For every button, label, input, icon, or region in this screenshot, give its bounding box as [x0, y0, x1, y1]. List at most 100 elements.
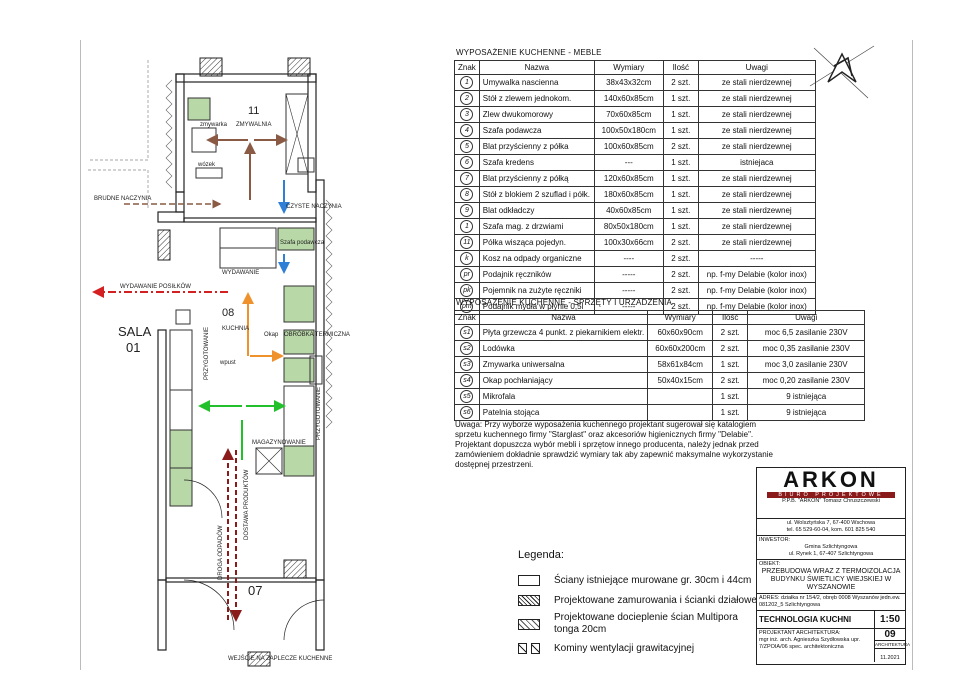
cell-znak: pr: [454, 266, 480, 283]
cell-znak: 2: [454, 90, 480, 107]
note-text: Uwaga: Przy wyborze wyposażenia kuchenne…: [455, 420, 773, 469]
cell-nazwa: Szafa podawcza: [478, 122, 595, 139]
legend-item-chimneys: Kominy wentylacji grawitacyjnej: [518, 638, 758, 658]
mark-symbol: 2: [460, 92, 474, 105]
cell-wymiary: 58x61x84cm: [647, 356, 714, 373]
col-ilosc: Ilość: [662, 60, 699, 75]
cell-nazwa: Lodówka: [478, 340, 649, 357]
cell-znak: 3: [454, 106, 480, 123]
mark-symbol: 5: [460, 140, 474, 153]
cell-wymiary: 100x30x66cm: [593, 234, 664, 251]
cell-nazwa: Mikrofala: [478, 388, 649, 405]
cell-ilosc: 2 szt.: [712, 372, 749, 389]
trolley-label: wózek: [197, 162, 216, 168]
cell-uwagi: np. f-my Delabie (kolor inox): [697, 282, 816, 299]
cell-ilosc: 2 szt.: [712, 340, 749, 357]
mark-symbol: k: [460, 252, 474, 265]
cell-uwagi: ze stali nierdzewnej: [697, 90, 816, 107]
cell-znak: 4: [454, 122, 480, 139]
chimney-3: [283, 559, 307, 579]
investor-address: ul. Rynek 1, 67-407 Szlichtyngowa: [788, 551, 874, 557]
cell-nazwa: Blat przyścienny z półka: [478, 138, 595, 155]
cell-wymiary: 140x60x85cm: [593, 90, 664, 107]
cell-nazwa: Zmywarka uniwersalna: [478, 356, 649, 373]
pass-cabinet-4: [277, 227, 315, 251]
col-ilosc: Ilość: [712, 310, 749, 325]
col-uwagi: Uwagi: [697, 60, 816, 75]
cell-ilosc: 2 szt.: [662, 282, 699, 299]
serving-short-label: WYDAWANIE: [222, 270, 259, 276]
sheet-frame-left: [80, 40, 911, 670]
cell-nazwa: Kosz na odpady organiczne: [478, 250, 595, 267]
cell-nazwa: Stół z blokiem 2 szuflad i półk.: [478, 186, 595, 203]
table-7: [219, 247, 277, 269]
waste-path-label: DROGA ODPADÓW: [217, 525, 224, 580]
cell-nazwa: Szafa kredens: [478, 154, 595, 171]
designer-row: PROJEKTANT ARCHITEKTURA: mgr inż. arch. …: [757, 629, 911, 662]
legend-title: Legenda:: [518, 549, 564, 561]
chimney-1: [199, 57, 223, 77]
address-label: ADRES:: [759, 595, 780, 601]
room-08-num: 08: [222, 307, 234, 319]
cell-wymiary: 40x60x85cm: [593, 202, 664, 219]
cell-wymiary: -----: [593, 266, 664, 283]
s5-microwave: [283, 445, 315, 477]
col-nazwa: Nazwa: [478, 310, 649, 325]
cell-znak: s6: [454, 404, 480, 421]
pass-cabinet-label: Szafa podawcza: [280, 240, 325, 246]
cell-ilosc: 1 szt.: [662, 218, 699, 235]
cell-uwagi: ze stali nierdzewnej: [697, 186, 816, 203]
cell-wymiary: 120x60x85cm: [593, 170, 664, 187]
cell-wymiary: ---: [593, 154, 664, 171]
cell-znak: 7: [454, 170, 480, 187]
cell-ilosc: 1 szt.: [662, 106, 699, 123]
designer-section: PROJEKTANT ARCHITEKTURA: mgr inż. arch. …: [757, 629, 875, 662]
sala-outline: [88, 60, 149, 210]
cell-uwagi: moc 6,5 zasilanie 230V: [747, 324, 866, 341]
cell-uwagi: ze stali nierdzewnej: [697, 218, 816, 235]
cell-ilosc: 1 szt.: [662, 202, 699, 219]
floor-plan: 11 ZMYWALNIA 08 KUCHNIA 07 SALA 01 BRUDN…: [88, 57, 350, 667]
branch: ARCHITEKTURA: [875, 642, 911, 649]
object-section: OBIEKT: PRZEBUDOWA WRAZ Z TERMOIZOLACJA …: [757, 560, 905, 594]
cell-znak: pk: [454, 282, 480, 299]
cell-ilosc: 2 szt.: [712, 324, 749, 341]
cell-wymiary: 60x60x200cm: [647, 340, 714, 357]
dirty-dishes-label: BRUDNE NACZYNIA: [94, 196, 151, 202]
s2-fridge-1: [169, 429, 193, 469]
furniture-header-row: Znak Nazwa Wymiary Ilość Uwagi: [454, 60, 816, 75]
insulation-left: [165, 79, 173, 189]
cell-wymiary: 60x60x90cm: [647, 324, 714, 341]
walls: [157, 73, 325, 651]
equipment-table-title: WYPOSAŻENIE KUCHENNE - SPRZĘTY I URZADZE…: [456, 298, 673, 307]
cell-wymiary: 100x60x85cm: [593, 138, 664, 155]
mark-symbol: 11: [460, 236, 474, 249]
furniture-table-title: WYPOSAŻENIE KUCHENNE - MEBLE: [456, 48, 602, 57]
cell-uwagi: ze stali nierdzewnej: [697, 202, 816, 219]
title-block: ARKON BIURO PROJEKTOWE P.P.B. "ARKON" To…: [756, 467, 911, 665]
address-value: działka nr 154/2, obręb 0008 Wyszanów je…: [759, 595, 901, 608]
prep-label-2: PRZYGOTOWANIE: [316, 387, 322, 440]
mark-symbol: s5: [460, 390, 474, 403]
cell-uwagi: moc 0,20 zasilanie 230V: [747, 372, 866, 389]
storage-label: MAGAZYNOWANIE: [252, 440, 306, 446]
sala-label: SALA: [118, 324, 152, 339]
cell-ilosc: 2 szt.: [662, 234, 699, 251]
cell-nazwa: Okap pochłaniający: [478, 372, 649, 389]
col-nazwa: Nazwa: [478, 60, 595, 75]
cell-znak: s1: [454, 324, 480, 341]
investor-label: INWESTOR:: [759, 537, 791, 543]
cell-uwagi: ze stali nierdzewnej: [697, 170, 816, 187]
washbasin-1b: [175, 309, 191, 325]
col-znak: Znak: [454, 310, 480, 325]
legend: Ściany istniejące murowane gr. 30cm i 44…: [518, 570, 758, 658]
s3-dishwasher: [187, 97, 211, 121]
